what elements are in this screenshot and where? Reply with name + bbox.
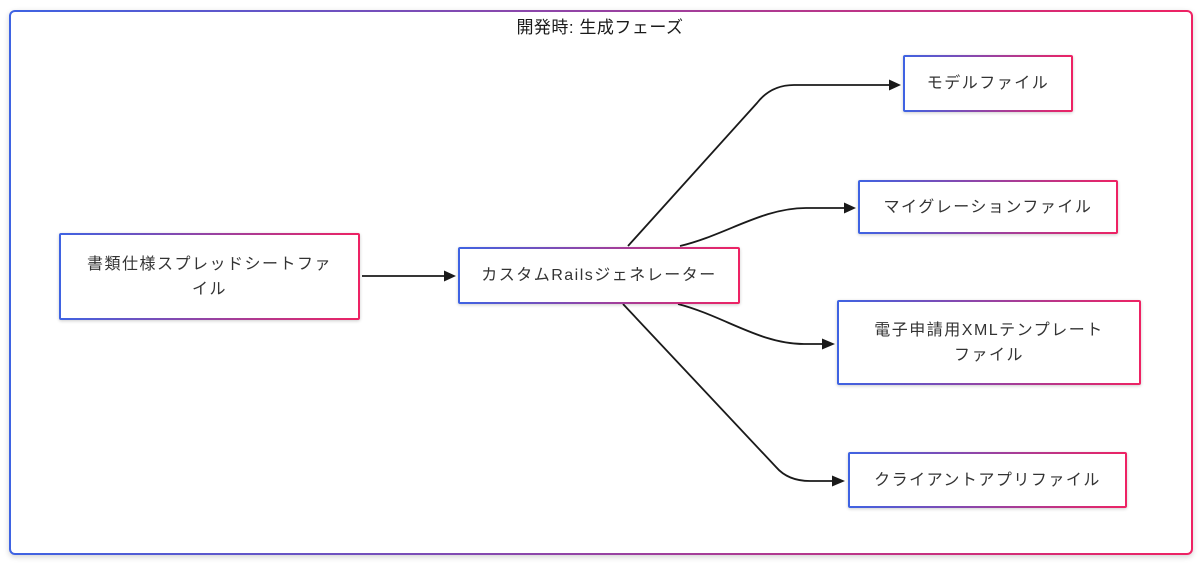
node-model: モデルファイル [903,55,1073,112]
node-label-line: カスタムRailsジェネレーター [481,267,717,284]
node-label-line: 電子申請用XMLテンプレート [874,321,1104,339]
node-xml-template: 電子申請用XMLテンプレート ファイル [837,300,1141,385]
node-label-line: ファイル [953,346,1024,364]
node-label-line: 書類仕様スプレッドシートファ [86,255,332,273]
node-label-line: マイグレーションファイル [883,198,1093,216]
diagram-title: 開発時: 生成フェーズ [516,18,684,37]
node-migration: マイグレーションファイル [858,180,1118,234]
node-generator: カスタムRailsジェネレーター [458,247,740,304]
node-label-line: モデルファイル [926,75,1050,92]
node-spec: 書類仕様スプレッドシートファ イル [59,233,360,320]
node-label-line: クライアントアプリファイル [874,471,1101,489]
node-client-app: クライアントアプリファイル [848,452,1127,508]
node-label-line: イル [191,280,227,298]
